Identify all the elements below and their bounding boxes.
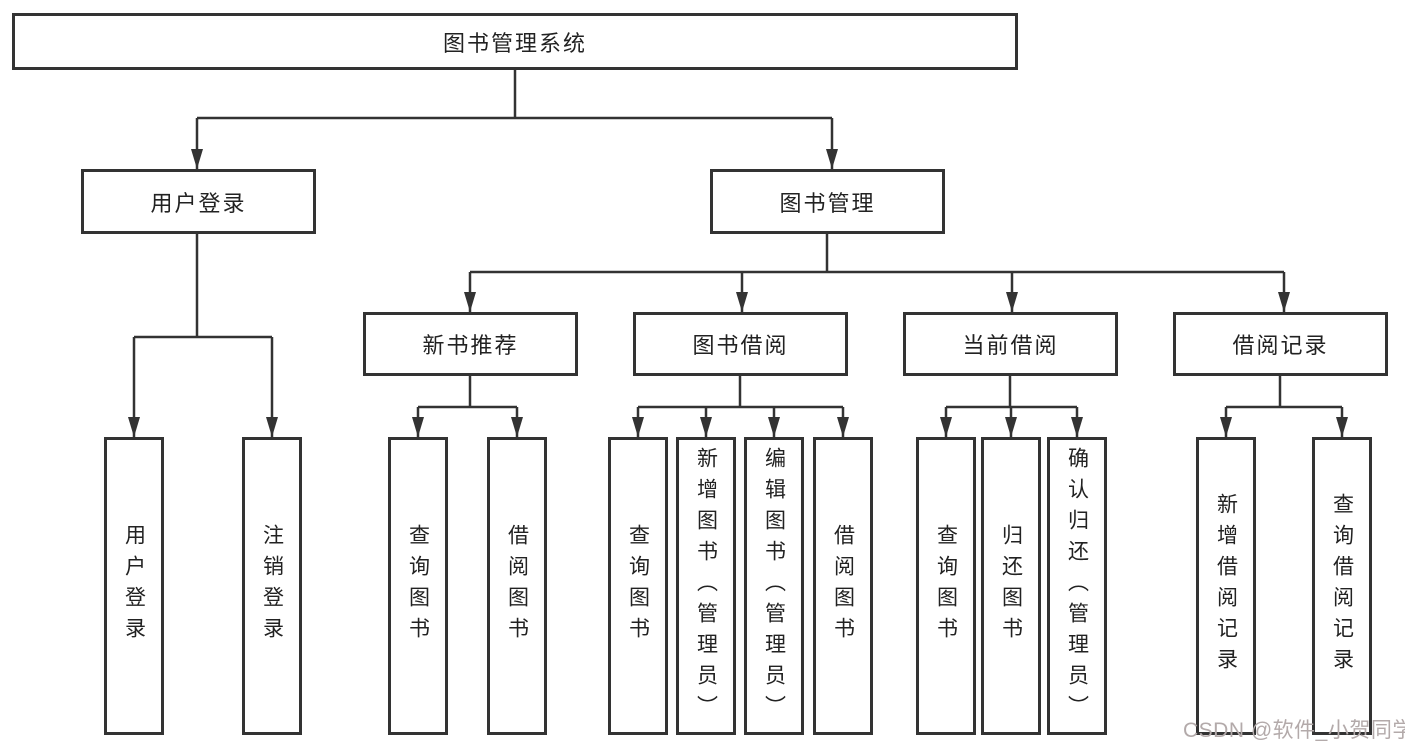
leaf-label: 查询图书: [626, 524, 650, 648]
leaf-logout: 注销登录: [242, 437, 302, 735]
leaf-label: 查询图书: [406, 524, 430, 648]
leaf-label: 查询借阅记录: [1330, 493, 1354, 679]
leaf-label: 借阅图书: [505, 524, 529, 648]
node-user-login: 用户登录: [81, 169, 316, 234]
node-book-borrow: 图书借阅: [633, 312, 848, 376]
leaf-query-books-borrow: 查询图书: [608, 437, 668, 735]
leaf-query-borrow-record: 查询借阅记录: [1312, 437, 1372, 735]
leaf-label: 新增图书（管理员）: [694, 446, 718, 726]
leaf-label: 查询图书: [934, 524, 958, 648]
leaf-query-books-current: 查询图书: [916, 437, 976, 735]
leaf-label: 借阅图书: [831, 524, 855, 648]
node-new-book-recommend: 新书推荐: [363, 312, 578, 376]
leaf-borrow-books-recommend: 借阅图书: [487, 437, 547, 735]
leaf-confirm-return-admin: 确认归还（管理员）: [1047, 437, 1107, 735]
leaf-query-books-recommend: 查询图书: [388, 437, 448, 735]
leaf-add-book-admin: 新增图书（管理员）: [676, 437, 736, 735]
leaf-label: 确认归还（管理员）: [1065, 446, 1089, 726]
leaf-label: 新增借阅记录: [1214, 493, 1238, 679]
node-library-system: 图书管理系统: [12, 13, 1018, 70]
leaf-label: 归还图书: [999, 524, 1023, 648]
watermark: CSDN @软件_小贺同学: [1183, 719, 1405, 742]
leaf-user-login: 用户登录: [104, 437, 164, 735]
leaf-borrow-books: 借阅图书: [813, 437, 873, 735]
leaf-label: 编辑图书（管理员）: [762, 446, 786, 726]
leaf-edit-book-admin: 编辑图书（管理员）: [744, 437, 804, 735]
leaf-label: 用户登录: [122, 524, 146, 648]
leaf-add-borrow-record: 新增借阅记录: [1196, 437, 1256, 735]
leaf-label: 注销登录: [260, 524, 284, 648]
node-borrow-records: 借阅记录: [1173, 312, 1388, 376]
node-book-management: 图书管理: [710, 169, 945, 234]
leaf-return-books: 归还图书: [981, 437, 1041, 735]
node-current-borrow: 当前借阅: [903, 312, 1118, 376]
